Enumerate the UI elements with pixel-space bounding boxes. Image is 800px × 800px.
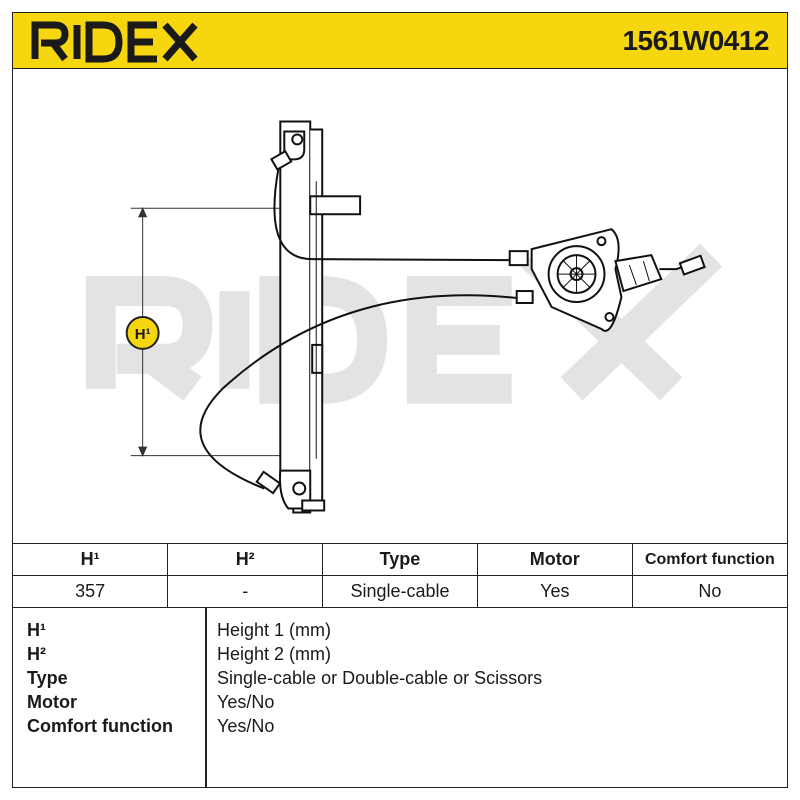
legend-divider: [205, 608, 207, 787]
legend-key: Comfort function: [27, 716, 173, 736]
legend-keys: H¹ H² Type Motor Comfort function: [27, 618, 173, 738]
spec-value-h1: 357: [13, 575, 169, 608]
legend-value: Single-cable or Double-cable or Scissors: [217, 668, 543, 688]
spec-header-comfort: Comfort function: [631, 543, 787, 576]
motor-icon: [508, 228, 706, 332]
spec-value-row: 357 - Single-cable Yes No: [13, 575, 787, 608]
spec-value-type: Single-cable: [322, 575, 478, 608]
legend-values: Height 1 (mm) Height 2 (mm) Single-cable…: [217, 618, 542, 738]
product-sheet: 1561W0412 H¹: [12, 12, 788, 788]
legend-key: Type: [27, 668, 68, 688]
spec-value-comfort: No: [631, 575, 787, 608]
guide-rail: [255, 120, 362, 514]
part-number: 1561W0412: [622, 25, 769, 56]
legend-key: Motor: [27, 692, 77, 712]
spec-header-row: H¹ H² Type Motor Comfort function: [13, 543, 787, 576]
spec-header-motor: Motor: [476, 543, 633, 576]
ridex-logo: [31, 21, 198, 63]
legend-value: Yes/No: [217, 716, 275, 736]
spec-value-motor: Yes: [476, 575, 633, 608]
regulator-diagram: H¹: [85, 120, 723, 514]
legend-value: Height 2 (mm): [217, 644, 332, 664]
header-bar: 1561W0412: [13, 13, 787, 69]
legend-key: H²: [27, 644, 46, 664]
spec-header-h1: H¹: [13, 543, 169, 576]
cables: [199, 169, 517, 490]
spec-header-type: Type: [322, 543, 478, 576]
legend: H¹ H² Type Motor Comfort function Height…: [13, 608, 787, 787]
legend-value: Yes/No: [217, 692, 275, 712]
spec-value-h2: -: [167, 575, 324, 608]
svg-text:H¹: H¹: [135, 326, 151, 343]
spec-table: H¹ H² Type Motor Comfort function 357 - …: [13, 543, 787, 608]
legend-value: Height 1 (mm): [217, 620, 332, 640]
h1-badge: H¹: [125, 315, 160, 350]
legend-key: H¹: [27, 620, 46, 640]
spec-header-h2: H²: [167, 543, 324, 576]
